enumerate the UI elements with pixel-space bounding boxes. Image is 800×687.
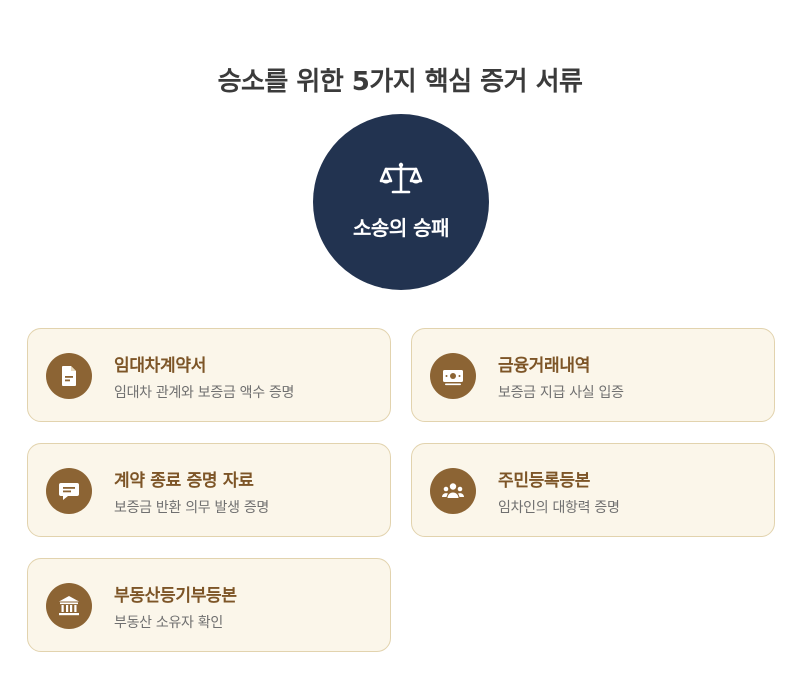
card-title: 금융거래내역	[498, 356, 591, 376]
card-title: 주민등록등본	[498, 471, 591, 491]
message-icon	[46, 468, 92, 514]
evidence-card-resident-registration: 주민등록등본 임차인의 대항력 증명	[411, 443, 775, 537]
evidence-card-lease-contract: 임대차계약서 임대차 관계와 보증금 액수 증명	[27, 328, 391, 422]
evidence-card-property-registry: 부동산등기부등본 부동산 소유자 확인	[27, 558, 391, 652]
card-title: 임대차계약서	[114, 356, 207, 376]
scale-icon	[379, 162, 423, 194]
card-title: 계약 종료 증명 자료	[114, 471, 254, 491]
money-icon	[430, 353, 476, 399]
building-icon	[46, 583, 92, 629]
evidence-card-financial-records: 금융거래내역 보증금 지급 사실 입증	[411, 328, 775, 422]
card-title: 부동산등기부등본	[114, 586, 237, 606]
center-circle: 소송의 승패	[313, 114, 489, 290]
page-title: 승소를 위한 5가지 핵심 증거 서류	[217, 67, 583, 98]
card-description: 보증금 반환 의무 발생 증명	[114, 500, 269, 516]
evidence-card-contract-termination: 계약 종료 증명 자료 보증금 반환 의무 발생 증명	[27, 443, 391, 537]
card-description: 보증금 지급 사실 입증	[498, 385, 624, 401]
people-icon	[430, 468, 476, 514]
document-icon	[46, 353, 92, 399]
card-description: 임차인의 대항력 증명	[498, 500, 620, 516]
card-description: 부동산 소유자 확인	[114, 615, 223, 631]
card-description: 임대차 관계와 보증금 액수 증명	[114, 385, 295, 401]
center-label: 소송의 승패	[353, 216, 449, 240]
